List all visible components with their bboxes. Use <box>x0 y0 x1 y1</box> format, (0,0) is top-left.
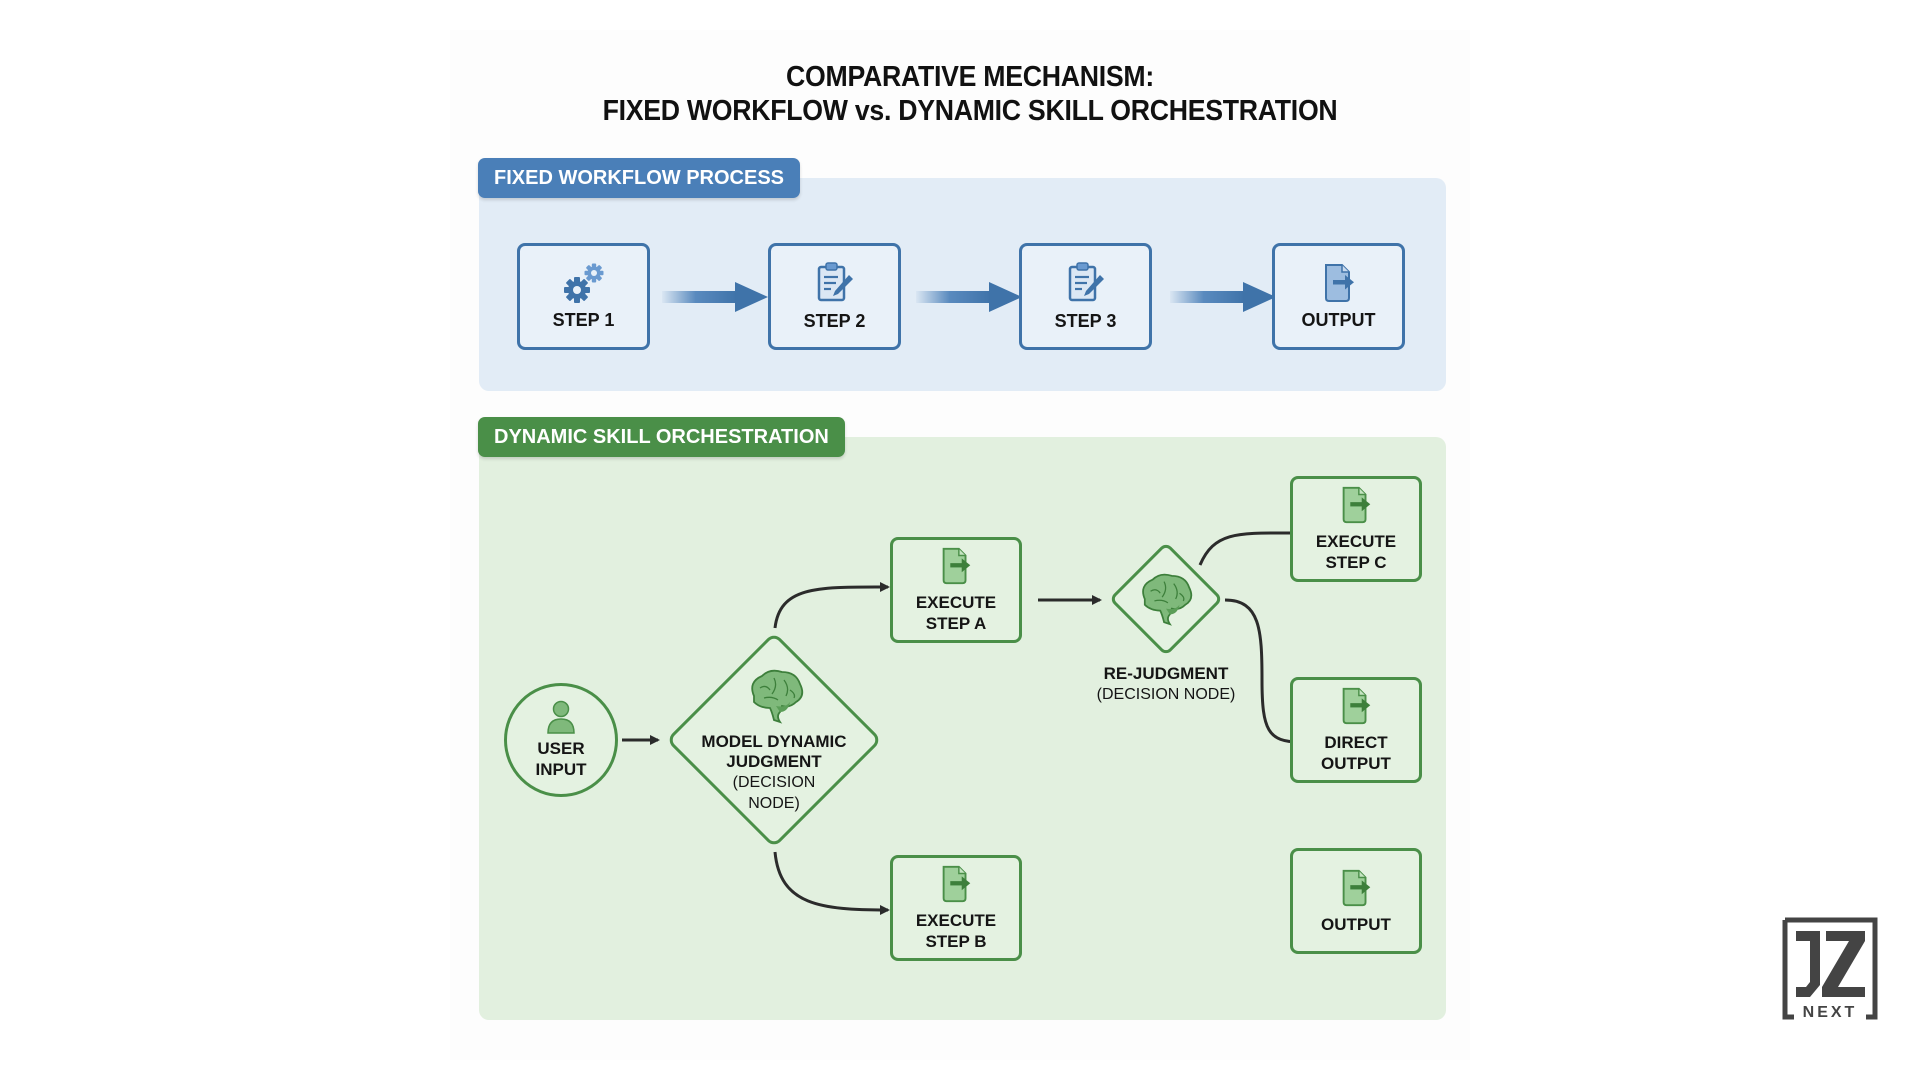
model-judgment-label: MODEL DYNAMIC JUDGMENT (DECISION NODE) <box>666 732 882 814</box>
model-judgment-line-2: JUDGMENT <box>726 752 822 771</box>
execute-step-a: EXECUTE STEP A <box>890 537 1022 643</box>
fixed-workflow-label: FIXED WORKFLOW PROCESS <box>478 158 800 198</box>
user-icon <box>547 700 575 734</box>
user-input-line-2: INPUT <box>535 760 587 779</box>
execute-a-line-2: STEP A <box>925 614 987 633</box>
document-export-icon <box>1324 264 1354 302</box>
fixed-arrow-3 <box>1170 282 1276 312</box>
direct-output-line-1: DIRECT <box>1324 733 1388 752</box>
rejudgment-label: RE-JUDGMENT (DECISION NODE) <box>1066 664 1266 705</box>
title-line-2: FIXED WORKFLOW vs. DYNAMIC SKILL ORCHEST… <box>602 95 1338 127</box>
model-judgment-node: MODEL DYNAMIC JUDGMENT (DECISION NODE) <box>666 632 882 848</box>
step-label: STEP 3 <box>1054 311 1117 331</box>
step-label: STEP 1 <box>552 310 615 330</box>
decision-diamond <box>669 635 879 845</box>
fixed-arrow-2 <box>916 282 1022 312</box>
brain-icon <box>1142 573 1193 626</box>
connector-rejudgment-to-direct-output <box>1224 598 1302 747</box>
title-line-1: COMPARATIVE MECHANISM: <box>786 61 1154 93</box>
step-label: OUTPUT <box>1301 310 1376 330</box>
execute-b-line-1: EXECUTE <box>915 911 997 930</box>
fixed-step-2: STEP 2 <box>768 243 901 350</box>
document-export-icon <box>1342 869 1371 906</box>
document-export-icon <box>942 865 971 903</box>
clipboard-edit-icon <box>817 262 853 302</box>
logo-text: NEXT <box>1803 1004 1858 1020</box>
model-judgment-line-1: MODEL DYNAMIC <box>701 732 847 751</box>
fixed-output: OUTPUT <box>1272 243 1405 350</box>
connector-judgment-to-step-a <box>773 581 890 629</box>
gears-icon <box>563 263 603 303</box>
clipboard-edit-icon <box>1068 262 1104 302</box>
fixed-step-3: STEP 3 <box>1019 243 1152 350</box>
rejudgment-title: RE-JUDGMENT <box>1103 664 1229 683</box>
execute-step-c: EXECUTE STEP C <box>1290 476 1422 582</box>
rejudgment-node <box>1107 540 1225 658</box>
fixed-step-1: STEP 1 <box>517 243 650 350</box>
jz-next-logo: NEXT <box>1782 917 1878 1020</box>
dynamic-output: OUTPUT <box>1290 848 1422 954</box>
output-label: OUTPUT <box>1321 914 1391 934</box>
step-label: STEP 2 <box>803 311 866 331</box>
execute-step-b: EXECUTE STEP B <box>890 855 1022 961</box>
model-judgment-sub-2: NODE) <box>748 795 800 812</box>
execute-c-line-1: EXECUTE <box>1315 532 1397 551</box>
model-judgment-sub-1: (DECISION <box>732 774 816 791</box>
document-export-icon <box>1342 486 1371 524</box>
connector-rejudgment-to-step-c <box>1198 527 1302 566</box>
document-export-icon <box>1342 687 1371 725</box>
execute-c-line-2: STEP C <box>1325 553 1387 572</box>
diagram-title: COMPARATIVE MECHANISM: FIXED WORKFLOW vs… <box>0 60 1920 128</box>
dynamic-orchestration-label: DYNAMIC SKILL ORCHESTRATION <box>478 417 845 457</box>
connector-judgment-to-step-b <box>773 851 890 915</box>
rejudgment-sub: (DECISION NODE) <box>1096 686 1236 703</box>
execute-b-line-2: STEP B <box>925 932 987 951</box>
direct-output-line-2: OUTPUT <box>1321 754 1391 773</box>
direct-output: DIRECT OUTPUT <box>1290 677 1422 783</box>
brain-icon <box>751 669 804 724</box>
document-export-icon <box>942 547 971 585</box>
fixed-arrow-1 <box>662 282 768 312</box>
user-input-line-1: USER <box>537 739 585 758</box>
user-input-node: USER INPUT <box>504 683 618 797</box>
execute-a-line-1: EXECUTE <box>915 593 997 612</box>
